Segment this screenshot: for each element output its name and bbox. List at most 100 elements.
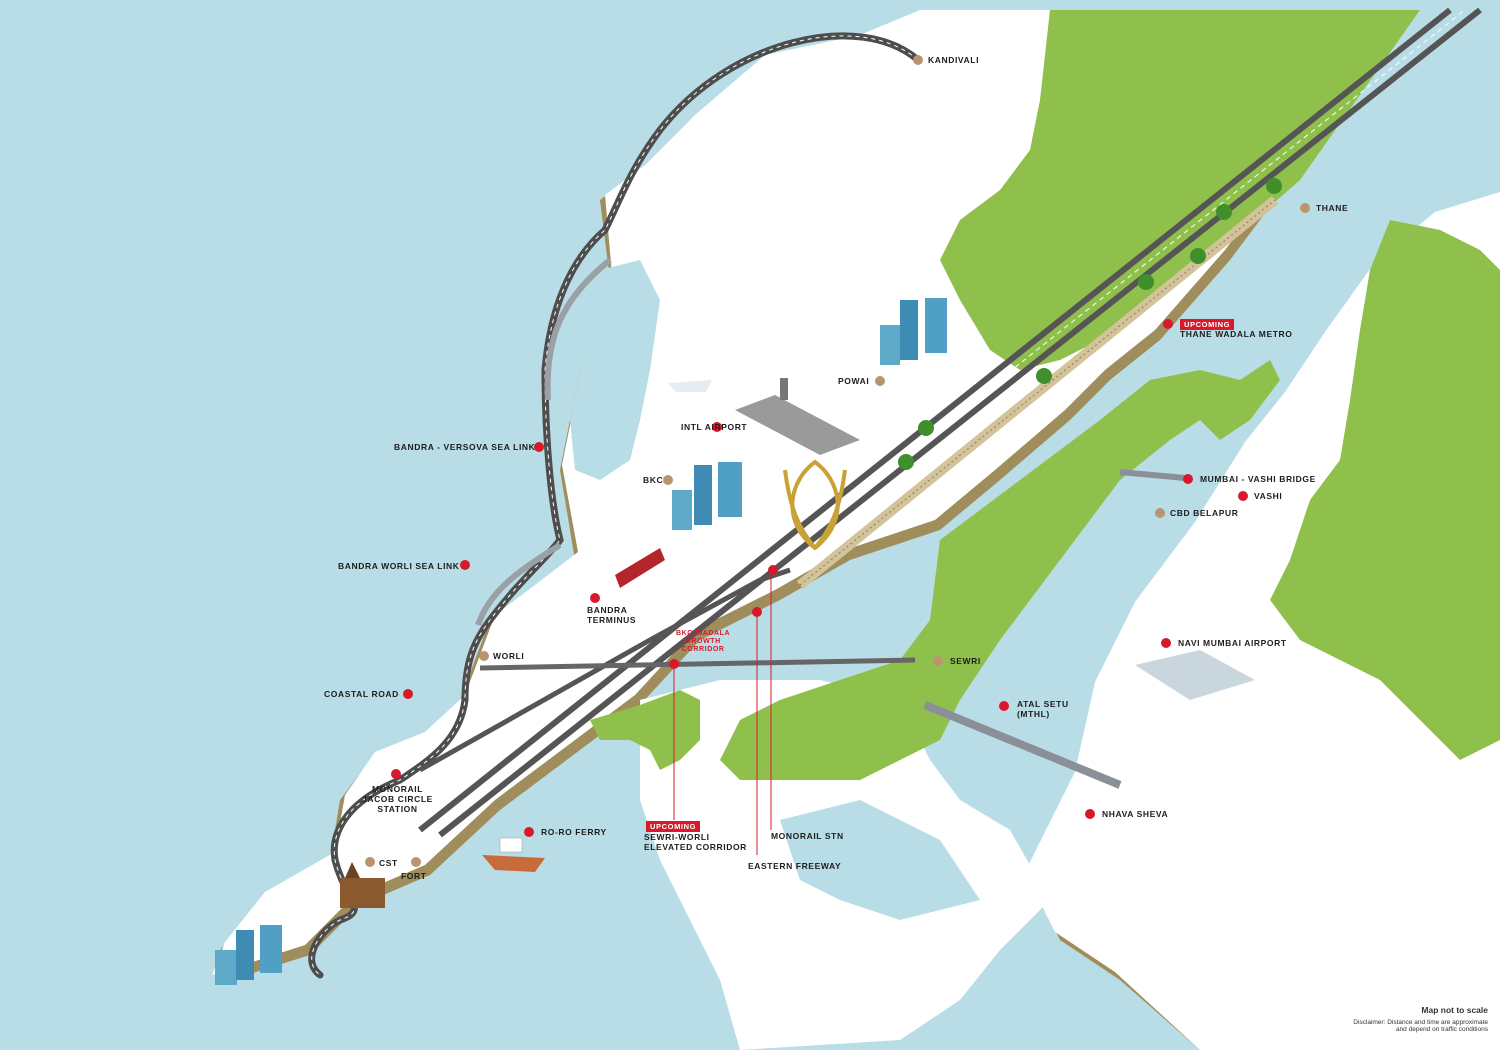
label-line: STATION [377, 803, 418, 814]
marker [391, 769, 401, 779]
marker [365, 857, 375, 867]
label-intl-airport: INTL AIRPORT [681, 422, 748, 432]
label-coastal-road: COASTAL ROAD [324, 689, 399, 699]
marker [403, 689, 413, 699]
ship-icon [482, 837, 545, 872]
intl-airport-icon [735, 378, 860, 455]
marker [768, 565, 778, 575]
label-line: BANDRA [587, 605, 628, 615]
marker [712, 422, 722, 432]
marker [460, 560, 470, 570]
label-line: BKC-WADALA [676, 630, 731, 637]
upcoming-metro-tag: UPCOMING [1180, 319, 1235, 330]
label-vashi: VASHI [1254, 491, 1283, 501]
lotus-logo-icon [783, 459, 847, 551]
label-navi-mumbai-airport: NAVI MUMBAI AIRPORT [1178, 638, 1287, 648]
marker [590, 593, 600, 603]
marker [479, 651, 489, 661]
label-line: ATAL SETU [1017, 699, 1069, 709]
label-cbd-belapur: CBD BELAPUR [1170, 508, 1239, 518]
marker [663, 475, 673, 485]
label-monorail-stn: MONORAIL STN [771, 831, 844, 841]
marker [875, 376, 885, 386]
green-mid [720, 360, 1280, 780]
versova-sealink [544, 257, 612, 401]
label-thane: THANE [1316, 203, 1349, 213]
label-bandra-versova: BANDRA - VERSOVA SEA LINK [394, 442, 536, 452]
airplane-icon [668, 380, 712, 392]
label-eastern-freeway: EASTERN FREEWAY [748, 861, 842, 871]
label-worli: WORLI [493, 651, 525, 661]
disclaimer-line: and depend on traffic conditions [1395, 1026, 1488, 1033]
powai-buildings-icon [880, 298, 947, 365]
tan-markers [365, 55, 1310, 867]
label-line: (MTHL) [1017, 708, 1050, 719]
label-bandra-terminus: BANDRA TERMINUS [587, 605, 637, 626]
label-thane-wadala-metro: THANE WADALA METRO [1180, 329, 1293, 339]
marker [534, 442, 544, 452]
train-icon [615, 548, 665, 588]
label-atal-setu: ATAL SETU (MTHL) [1017, 699, 1069, 720]
bay-water [570, 260, 660, 480]
navi-mumbai-airport-icon [1135, 650, 1255, 700]
label-fort: FORT [401, 871, 427, 881]
marker [669, 659, 679, 669]
eastern-freeway [418, 567, 791, 773]
western-road-center [311, 35, 919, 976]
church-icon [340, 862, 385, 908]
label-monorail-jacob: MONORAIL JACOB CIRCLE STATION [362, 784, 433, 814]
green-east [1270, 220, 1500, 760]
label-bandra-worli: BANDRA WORLI SEA LINK [338, 561, 460, 571]
tree-icon [898, 178, 1282, 470]
label-bkc-wadala: BKC-WADALA GROWTH CORRIDOR [676, 630, 730, 654]
marker [1183, 474, 1193, 484]
metro-track-inner [799, 199, 1276, 586]
marker [913, 55, 923, 65]
label-kandivali: KANDIVALI [928, 55, 980, 65]
label-line: GROWTH [685, 638, 721, 646]
red-markers [391, 319, 1248, 837]
bkc-buildings-icon [672, 462, 742, 530]
disclaimer-line: Disclaimer: Distance and time are approx… [1353, 1019, 1488, 1026]
label-sewri-worli-corridor: SEWRI-WORLI ELEVATED CORRIDOR [644, 832, 747, 853]
green-north [940, 10, 1420, 370]
south-water [780, 800, 980, 920]
label-line: MONORAIL [371, 784, 424, 794]
label-line: SEWRI-WORLI [644, 832, 710, 842]
vashi-bridge [1119, 469, 1186, 481]
label-line: TERMINUS [587, 614, 637, 625]
eastern-express-road [418, 7, 1452, 833]
label-line: ELEVATED CORRIDOR [644, 841, 747, 852]
marker [1155, 508, 1165, 518]
atal-setu [923, 701, 1122, 789]
label-sewri: SEWRI [950, 656, 981, 666]
green-south-west [590, 690, 700, 770]
south-buildings-icon [215, 925, 282, 985]
marker [1238, 491, 1248, 501]
disclaimer: Disclaimer: Distance and time are approx… [1353, 1019, 1488, 1033]
marker [1163, 319, 1173, 329]
label-line: JACOB CIRCLE [362, 793, 433, 804]
label-nhava-sheva: NHAVA SHEVA [1102, 809, 1169, 819]
worli-sealink [475, 542, 562, 627]
label-mumbai-vashi-bridge: MUMBAI - VASHI BRIDGE [1200, 474, 1316, 484]
marker [1161, 638, 1171, 648]
label-line: CORRIDOR [681, 646, 725, 654]
sewri-worli-corridor [479, 657, 916, 671]
label-bkc: BKC [643, 475, 664, 485]
marker [524, 827, 534, 837]
scale-note: Map not to scale [1421, 1005, 1488, 1015]
label-powai: POWAI [838, 376, 870, 386]
upcoming-sewri-tag: UPCOMING [646, 821, 701, 832]
marker [1300, 203, 1310, 213]
label-cst: CST [379, 858, 398, 868]
marker [752, 607, 762, 617]
label-ro-ro-ferry: RO-RO FERRY [541, 827, 607, 837]
marker [933, 656, 943, 666]
eastern-express-road-2 [438, 7, 1482, 838]
marker [999, 701, 1009, 711]
marker [1085, 809, 1095, 819]
marker [411, 857, 421, 867]
eastern-express-road-center [429, 9, 1466, 833]
